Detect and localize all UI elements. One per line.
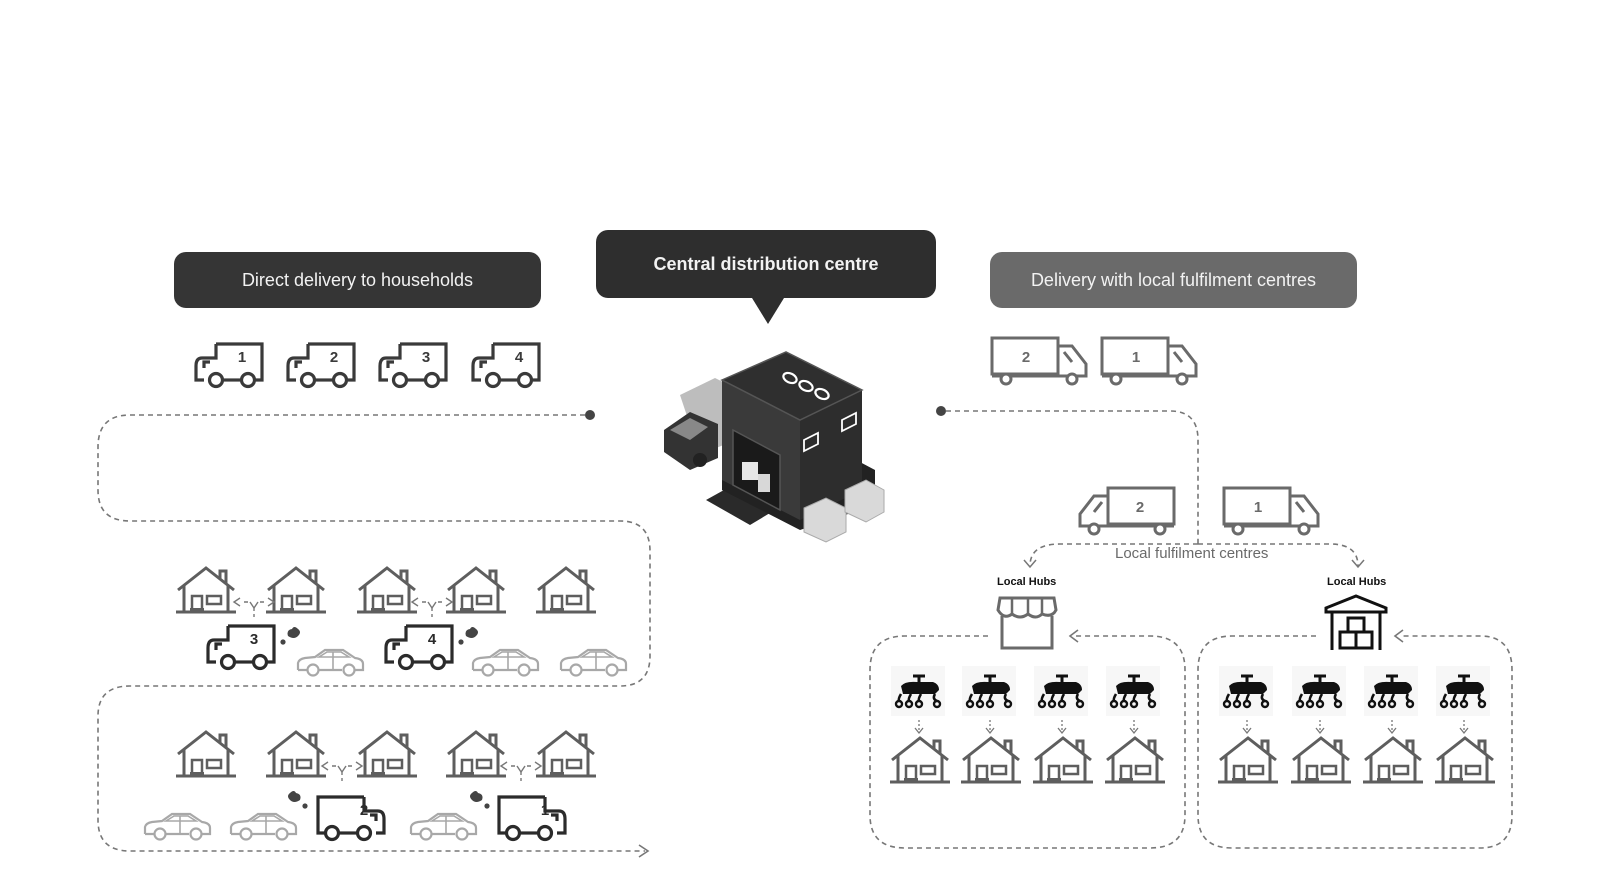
mid-truck-1: 1 [1222, 486, 1320, 536]
route2-car-3 [409, 812, 478, 841]
callout-pointer [752, 298, 784, 324]
hub1-robot-2 [962, 666, 1016, 735]
hub1-house-4 [1105, 736, 1165, 784]
hub2-robot-1 [1219, 666, 1273, 735]
local-fulfilment-centres-label: Local fulfilment centres [1115, 545, 1269, 562]
route1-smoke-2 [458, 627, 478, 645]
route1-house-4 [446, 566, 506, 614]
route1-car-1 [296, 648, 365, 677]
arrow-head-end [638, 844, 650, 858]
route2-car-2 [229, 812, 298, 841]
route2-house-3 [357, 730, 417, 778]
fleet-van-1: 1 [194, 342, 264, 389]
route2-van-1: 1 [497, 795, 567, 842]
route-path-right-trunk [946, 410, 1199, 545]
hub1-robot-4 [1106, 666, 1160, 735]
local-hubs-label-1: Local Hubs [997, 576, 1057, 588]
hub1-house-3 [1033, 736, 1093, 784]
hub2-loop-arrow [1393, 629, 1404, 643]
direct-delivery-title-text: Direct delivery to households [241, 269, 474, 290]
van-number: 2 [330, 349, 338, 366]
route1-house-2 [266, 566, 326, 614]
hub1-house-1 [890, 736, 950, 784]
route2-car-1 [143, 812, 212, 841]
van-number: 3 [422, 349, 430, 366]
truck-number: 1 [1254, 499, 1262, 516]
branch-right [1198, 543, 1359, 567]
route2-smoke-2 [470, 791, 490, 809]
central-distribution-title: Central distribution centre [596, 230, 936, 298]
route1-house-1 [176, 566, 236, 614]
route1-car-3 [559, 648, 628, 677]
route2-house-2 [266, 730, 326, 778]
route2-house-5 [536, 730, 596, 778]
local-hubs-label-2: Local Hubs [1327, 576, 1387, 588]
van-number: 1 [541, 802, 549, 819]
route-path-left [97, 414, 651, 852]
hub2-robot-3 [1364, 666, 1418, 735]
route1-car-2 [471, 648, 540, 677]
truck-number: 2 [1136, 499, 1144, 516]
fleet-van-2: 2 [286, 342, 356, 389]
route1-smoke-1 [280, 627, 300, 645]
van-number: 3 [250, 631, 258, 648]
route1-van-3: 3 [206, 624, 276, 671]
hub2-robot-2 [1292, 666, 1346, 735]
route2-house-4 [446, 730, 506, 778]
arrow-to-hub-2 [1351, 559, 1365, 569]
route1-link-1 [232, 597, 276, 620]
route1-van-4: 4 [384, 624, 454, 671]
route-start-dot-right [936, 406, 946, 416]
truck-number: 1 [1132, 349, 1140, 366]
route2-van-2: 2 [316, 795, 386, 842]
hub2-house-4 [1435, 736, 1495, 784]
route1-link-2 [410, 597, 454, 620]
local-fulfilment-title-text: Delivery with local fulfilment centres [1030, 269, 1317, 290]
fleet-van-4: 4 [471, 342, 541, 389]
hub1-loop [869, 635, 1186, 849]
van-number: 2 [360, 802, 368, 819]
van-number: 1 [238, 349, 246, 366]
arrow-to-hub-1 [1023, 559, 1037, 569]
local-fulfilment-title: Delivery with local fulfilment centres [990, 252, 1357, 308]
central-warehouse-illustration [664, 351, 885, 543]
route2-house-1 [176, 730, 236, 778]
fleet-van-3: 3 [378, 342, 448, 389]
hub1-robot-3 [1034, 666, 1088, 735]
top-truck-2: 2 [990, 336, 1088, 386]
hub2-robot-4 [1436, 666, 1490, 735]
route2-link-2 [499, 761, 543, 784]
hub2-house-3 [1363, 736, 1423, 784]
hub1-loop-arrow [1068, 629, 1079, 643]
van-number: 4 [515, 349, 524, 366]
direct-delivery-title: Direct delivery to households [174, 252, 541, 308]
hub1-house-2 [961, 736, 1021, 784]
route-start-dot-left [585, 410, 595, 420]
route1-house-5 [536, 566, 596, 614]
route2-link-1 [320, 761, 364, 784]
top-truck-1: 1 [1100, 336, 1198, 386]
mid-truck-2: 2 [1078, 486, 1176, 536]
route1-house-3 [357, 566, 417, 614]
branch-left [1029, 543, 1198, 567]
hub2-house-2 [1291, 736, 1351, 784]
central-distribution-title-text: Central distribution centre [653, 253, 879, 274]
hub1-robot-1 [891, 666, 945, 735]
warehouse-icon [1324, 594, 1388, 650]
van-number: 4 [428, 631, 437, 648]
truck-number: 2 [1022, 349, 1030, 366]
hub2-house-1 [1218, 736, 1278, 784]
storefront-icon [996, 596, 1058, 650]
route2-smoke-1 [288, 791, 308, 809]
hub2-loop [1197, 635, 1513, 849]
